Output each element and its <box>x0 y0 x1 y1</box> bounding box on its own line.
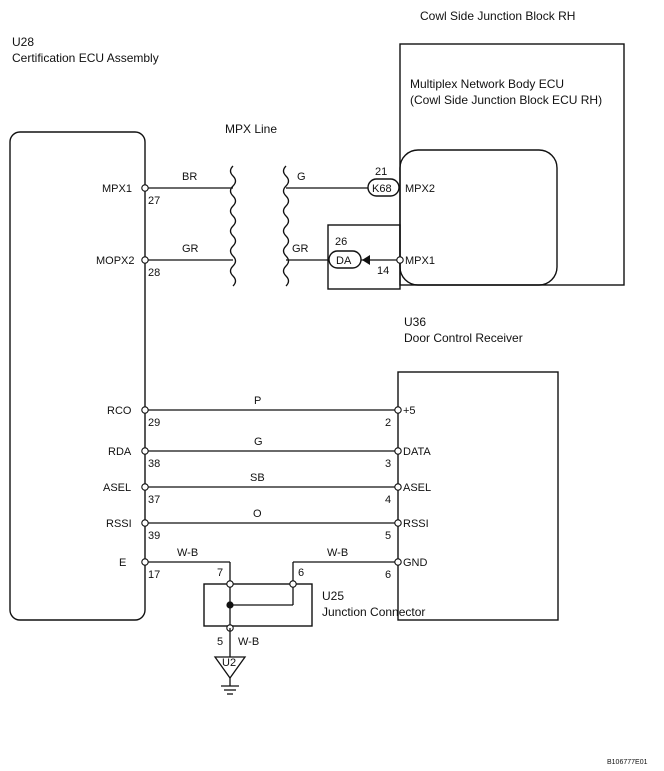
body-ecu-box <box>399 149 558 286</box>
rssi-left-terminal: RSSI <box>106 518 132 530</box>
junction-connector-id: U25 <box>322 589 344 603</box>
connector-da <box>328 250 362 269</box>
mpx-top-left-terminal: MPX1 <box>102 183 132 195</box>
mpx-break-left-icon <box>229 165 237 287</box>
junction-splice-dot <box>226 601 234 609</box>
ground-right-terminal: GND <box>403 557 428 569</box>
rda-right-pin: 3 <box>385 458 391 470</box>
mpx-top-right-terminal: MPX2 <box>405 183 435 195</box>
rco-right-pin: 2 <box>385 417 391 429</box>
rda-color: G <box>254 436 263 448</box>
door-receiver-id: U36 <box>404 315 426 329</box>
door-receiver-box <box>397 371 559 621</box>
mpx-wire-top: MPX1 27 BR G 21 K68 MPX2 <box>102 166 435 207</box>
ground-right-pin: 6 <box>385 569 391 581</box>
ground-left-pin: 17 <box>148 569 160 581</box>
connector-da-label: DA <box>336 255 352 267</box>
ground-wiring: E 17 W-B W-B 6 GND 7 6 5 W-B <box>119 547 428 657</box>
asel-right-terminal: ASEL <box>403 482 431 494</box>
mpx-bottom-right-color: GR <box>292 243 309 255</box>
rco-left-pin: 29 <box>148 417 160 429</box>
mpx-bottom-left-pin: 28 <box>148 267 160 279</box>
mpx-bottom-right-terminal: MPX1 <box>405 255 435 267</box>
rco-left-terminal: RCO <box>107 405 132 417</box>
mpx-line-label: MPX Line <box>225 122 277 136</box>
door-receiver-name: Door Control Receiver <box>404 331 523 345</box>
body-ecu-name-line2: (Cowl Side Junction Block ECU RH) <box>410 93 602 107</box>
asel-left-pin: 37 <box>148 494 160 506</box>
cowl-block-title: Cowl Side Junction Block RH <box>420 9 575 23</box>
rda-right-terminal: DATA <box>403 446 431 458</box>
mpx-break-right-icon <box>282 165 290 287</box>
mpx-bottom-right-pin: 14 <box>377 265 389 277</box>
junction-connector-name: Junction Connector <box>322 605 425 619</box>
certification-ecu-name: Certification ECU Assembly <box>12 51 159 65</box>
rda-left-pin: 38 <box>148 458 160 470</box>
rco-right-terminal: +5 <box>403 405 416 417</box>
rssi-color: O <box>253 508 262 520</box>
connector-k68 <box>367 178 400 197</box>
mpx-wire-bottom: MOPX2 28 GR GR 26 DA 14 MPX1 <box>96 236 435 279</box>
ground-right-color: W-B <box>327 547 348 559</box>
receiver-wire-rssi: RSSI 39 O 5 RSSI <box>106 508 429 542</box>
asel-right-pin: 4 <box>385 494 391 506</box>
receiver-wire-rda: RDA 38 G 3 DATA <box>108 436 431 470</box>
rssi-right-pin: 5 <box>385 530 391 542</box>
rssi-left-pin: 39 <box>148 530 160 542</box>
mpx-top-left-color: BR <box>182 171 197 183</box>
junction-pin-c: 5 <box>217 636 223 648</box>
asel-left-terminal: ASEL <box>103 482 131 494</box>
body-ecu-name-line1: Multiplex Network Body ECU <box>410 77 564 91</box>
junction-pin-a: 7 <box>217 567 223 579</box>
mpx-top-right-color: G <box>297 171 306 183</box>
ground-id: U2 <box>222 657 236 669</box>
receiver-wire-rco: RCO 29 P 2 +5 <box>107 395 416 429</box>
mpx-top-right-pin: 21 <box>375 166 387 178</box>
ground-left-terminal: E <box>119 557 126 569</box>
rssi-right-terminal: RSSI <box>403 518 429 530</box>
junction-connector-box <box>203 583 313 627</box>
certification-ecu-box <box>9 131 146 621</box>
ground-left-color: W-B <box>177 547 198 559</box>
certification-ecu-id: U28 <box>12 35 34 49</box>
mpx-bottom-outer-pin: 26 <box>335 236 347 248</box>
connector-k68-label: K68 <box>372 183 392 195</box>
ground-symbol-icon <box>213 656 247 695</box>
rda-left-terminal: RDA <box>108 446 132 458</box>
mpx-bottom-left-terminal: MOPX2 <box>96 255 135 267</box>
connector-da-arrow-icon <box>362 255 370 265</box>
mpx-bottom-left-color: GR <box>182 243 199 255</box>
mpx-top-left-pin: 27 <box>148 195 160 207</box>
rco-color: P <box>254 395 261 407</box>
ground-down-color: W-B <box>238 636 259 648</box>
receiver-wire-asel: ASEL 37 SB 4 ASEL <box>103 472 431 506</box>
figure-code: B106777E01 <box>607 759 648 766</box>
junction-pin-b: 6 <box>298 567 304 579</box>
asel-color: SB <box>250 472 265 484</box>
